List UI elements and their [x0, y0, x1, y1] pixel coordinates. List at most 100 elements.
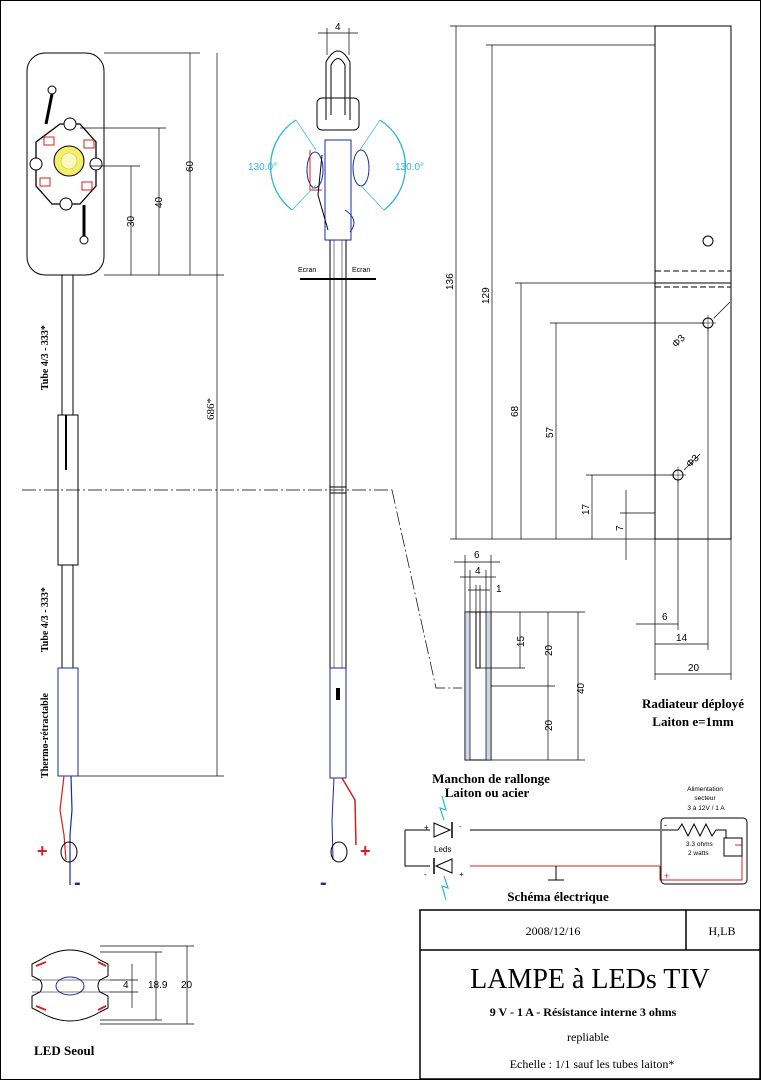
resistor-line1: 3.3 ohms — [686, 841, 713, 848]
supply-line3: 3 à 12V / 1 A — [687, 805, 725, 812]
side-joint — [329, 486, 347, 494]
side-lead — [317, 154, 329, 231]
lamp-head-outline — [26, 52, 105, 276]
led-seoul-caption: LED Seoul — [34, 1043, 95, 1058]
led-emitter-core — [60, 152, 78, 170]
bracket — [316, 97, 360, 131]
led-pad-3 — [39, 177, 51, 187]
sch-plus-top: + — [424, 823, 429, 832]
rad-dim-68: 68 — [510, 405, 521, 417]
angle-arc-right — [379, 119, 407, 211]
title-main: LAMPE à LEDs TIV — [470, 964, 710, 995]
leds-label: Leds — [434, 845, 451, 854]
schematic-supply-red — [659, 844, 743, 881]
hook-outline — [325, 50, 351, 120]
light-arrow-bottom — [441, 875, 449, 901]
title-block-frame — [419, 909, 761, 1080]
front-plus-label: + — [37, 841, 48, 861]
angle-ray-2 — [291, 184, 317, 211]
side-led-left — [306, 151, 324, 189]
wire-knot — [60, 841, 78, 863]
schematic-caption: Schéma électrique — [507, 889, 609, 904]
sleeve-dim-15: 15 — [516, 635, 527, 647]
led-dim-18-9: 18.9 — [148, 980, 168, 991]
sch-minus-bottom: - — [424, 870, 427, 879]
side-minus: - — [320, 872, 327, 894]
angle-arc-left — [269, 119, 297, 211]
supply-minus: - — [664, 820, 667, 830]
angle-ray-3 — [359, 119, 381, 151]
side-connector — [336, 688, 340, 700]
side-view: 130.0° 130.0° Ecran Ecran + - 4 — [248, 22, 424, 894]
angle-ray-1 — [295, 119, 317, 151]
title-date: 2008/12/16 — [526, 924, 581, 938]
radiator-view: 136 129 68 57 17 7 6 14 20 Φ3 Φ3 Radiate… — [445, 25, 744, 729]
radiator-caption-1: Radiateur déployé — [642, 696, 744, 711]
angle-right: 130.0° — [395, 162, 424, 173]
wire-blue — [69, 775, 73, 885]
rad-dim-6: 6 — [662, 612, 668, 623]
sleeve-caption-1: Manchon de rallonge — [432, 771, 550, 786]
sleeve-wall-right — [485, 611, 492, 761]
supply-line1: Alimentation — [687, 786, 723, 793]
angle-ray-4 — [359, 184, 385, 211]
electrical-schematic: Alimentation secteur 3 à 12V / 1 A 3.3 o… — [404, 786, 748, 904]
wire-red — [59, 775, 67, 861]
angle-left: 130.0° — [248, 162, 277, 173]
light-arrow-top — [439, 795, 447, 821]
front-dim-60: 60 — [185, 160, 196, 172]
slot-bottom-hole — [79, 235, 89, 245]
led-seoul-body — [31, 949, 109, 1022]
slot-top — [44, 93, 54, 125]
side-wire-out-blue — [331, 777, 335, 861]
led-pad-2 — [83, 139, 95, 149]
rad-dim-7: 7 — [615, 525, 626, 531]
title-scale: Echelle : 1/1 sauf les tubes laiton* — [510, 1057, 675, 1071]
led-notch-4 — [59, 197, 73, 211]
front-minus-label: - — [74, 872, 81, 894]
tube-label-top: Tube 4/3 - 333* — [40, 325, 51, 390]
ecran-right: Ecran — [352, 267, 370, 274]
front-view: + - Tube 4/3 - 333* Tube 4/3 - 333* Ther… — [22, 52, 462, 894]
led-seoul-view: 4 18.9 20 LED Seoul — [31, 945, 194, 1058]
side-plus: + — [360, 841, 371, 861]
sleeve-dim-1: 1 — [496, 584, 502, 595]
sleeve-view: 6 4 1 15 20 20 40 Manchon de rallonge La… — [432, 550, 587, 800]
rad-phi-top: Φ3 — [670, 332, 688, 350]
radiator-dimensions — [450, 25, 732, 680]
title-foldable: repliable — [567, 1030, 609, 1044]
supply-battery — [723, 837, 743, 857]
sleeve-caption-2: Laiton ou acier — [445, 785, 530, 800]
led-pad-4 — [81, 181, 93, 191]
led-star-board — [35, 123, 97, 205]
side-wire-blue — [344, 209, 355, 233]
side-heatsink — [324, 139, 352, 241]
title-block: 2008/12/16 H,LB LAMPE à LEDs TIV 9 V - 1… — [419, 909, 761, 1080]
title-spec: 9 V - 1 A - Résistance interne 3 ohms — [490, 1005, 677, 1019]
rad-dim-17: 17 — [581, 503, 592, 515]
ecran-left: Ecran — [298, 267, 316, 274]
hook-inner — [330, 58, 346, 115]
sch-plus-bottom: + — [459, 870, 464, 879]
thermo-label: Thermo-rétractable — [40, 692, 51, 778]
front-dim-686: 686* — [205, 398, 217, 420]
led-seoul-lens — [55, 976, 85, 996]
sch-minus-top: - — [459, 822, 462, 831]
rad-dim-129: 129 — [481, 287, 492, 304]
supply-box — [660, 817, 748, 885]
sleeve-dim-6: 6 — [474, 550, 480, 561]
sleeve-dim-40: 40 — [576, 682, 587, 694]
led-dim-20: 20 — [181, 980, 193, 991]
sleeve-dim-20-bottom: 20 — [544, 719, 555, 731]
rad-dim-20: 20 — [688, 663, 700, 674]
led-notch-3 — [89, 157, 103, 171]
supply-line2: secteur — [694, 795, 716, 802]
side-heat-shrink — [329, 667, 347, 779]
supply-plus: + — [664, 871, 669, 881]
front-dimensions — [78, 52, 224, 777]
resistor-zigzag — [662, 822, 727, 838]
led-notch-1 — [63, 117, 77, 131]
rad-dim-57: 57 — [545, 426, 556, 438]
led-notch-2 — [29, 157, 43, 171]
sleeve-slot — [475, 611, 481, 669]
